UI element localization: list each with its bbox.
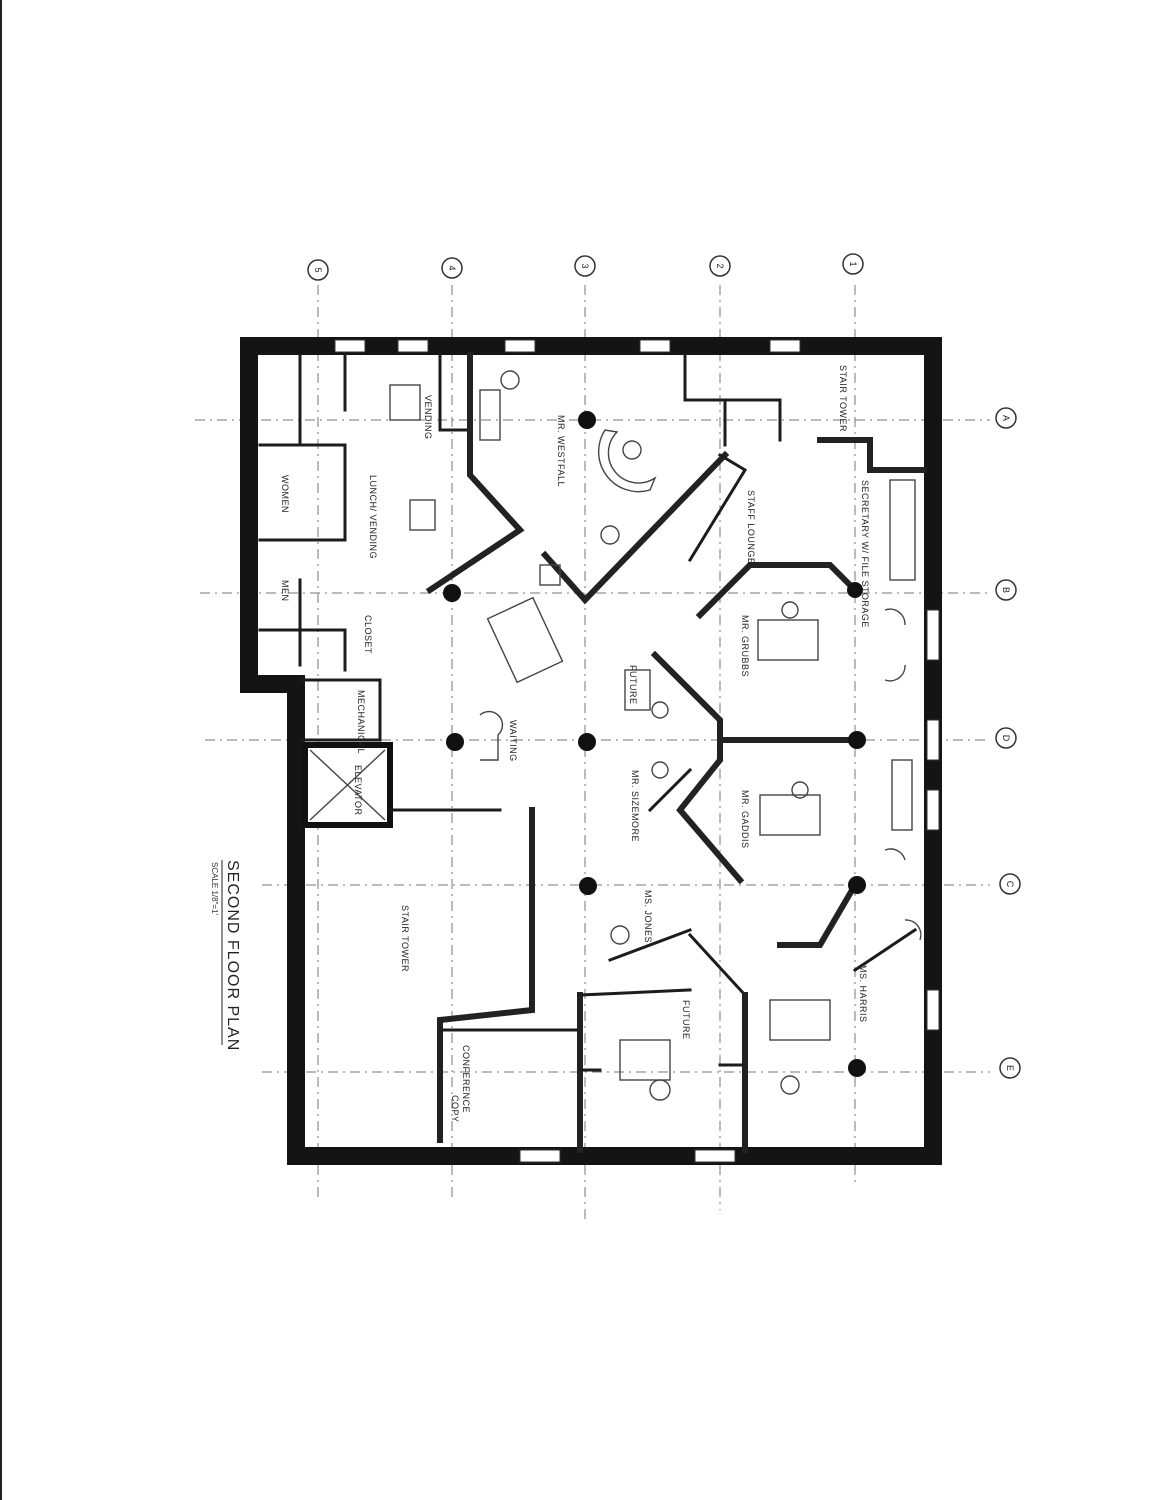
room-label-staff-lounge: STAFF LOUNGE [746,490,756,564]
room-label-closet: CLOSET [363,615,373,654]
structural-columns [443,411,866,1077]
grid-bubble-2 [709,255,731,277]
room-label-women: WOMEN [280,475,290,513]
room-label-ms-jones: MS. JONES [643,890,653,943]
grid-bubble-label: C [1005,881,1015,888]
grid-bubble-3 [574,255,596,277]
drawing-title-block: SECOND FLOOR PLAN SCALE 1/8"=1' [210,860,241,1051]
room-label-men: MEN [280,580,290,602]
grid-bubble-label: 3 [580,263,590,268]
grid-bubble-e [999,1057,1021,1079]
grid-bubble-5 [307,259,329,281]
interior-partitions [258,352,927,1153]
grid-bubble-1 [842,253,864,275]
room-label-waiting: WAITING [508,720,518,762]
grid-bubble-d [995,727,1017,749]
room-label-mr-sizemore: MR. SIZEMORE [630,770,640,842]
grid-bubble-label: 2 [715,263,725,268]
grid-bubble-label: D [1001,735,1011,742]
room-label-copy: COPY [450,1095,460,1123]
room-label-stair-tower-top: STAIR TOWER [838,365,848,432]
room-label-mr-westfall: MR. WESTFALL [556,415,566,487]
room-label-future-2: FUTURE [681,1000,691,1040]
room-label-lunch-vending: LUNCH/ VENDING [368,475,378,559]
grid-bubble-label: 4 [447,265,457,270]
grid-bubble-4 [441,257,463,279]
room-labels: WOMEN MEN LUNCH/ VENDING VENDING CLOSET … [280,365,870,1123]
room-label-conference: CONFERENCE [461,1045,471,1113]
grid-bubble-c [999,873,1021,895]
grid-bubble-a [995,407,1017,429]
drawing-title: SECOND FLOOR PLAN [224,860,241,1051]
grid-bubble-label: 5 [313,267,323,272]
grid-bubble-label: A [1001,415,1011,421]
room-label-ms-harris: MS. HARRIS [858,965,868,1023]
scale-note: SCALE 1/8"=1' [210,862,219,916]
grid-bubble-label: 1 [848,261,858,266]
grid-bubbles-top: 5 4 3 2 1 [307,253,864,281]
room-label-mechanical: MECHANICAL [356,690,366,754]
room-label-secretary-file: SECRETARY W/ FILE STORAGE [860,480,870,628]
grid-bubbles-right: A B D C E [995,407,1021,1079]
room-label-elevator: ELEVATOR [353,765,363,816]
furniture [389,370,922,1101]
grid-bubble-label: B [1001,587,1011,593]
grid-bubble-b [995,579,1017,601]
room-label-mr-gaddis: MR. GADDIS [740,790,750,849]
room-label-future-1: FUTURE [628,665,638,705]
room-label-stair-tower-main: STAIR TOWER [400,905,410,972]
exterior-walls [240,337,942,1165]
grid-bubble-label: E [1005,1065,1015,1071]
room-label-vending: VENDING [423,395,433,440]
room-label-mr-grubbs: MR. GRUBBS [740,615,750,677]
